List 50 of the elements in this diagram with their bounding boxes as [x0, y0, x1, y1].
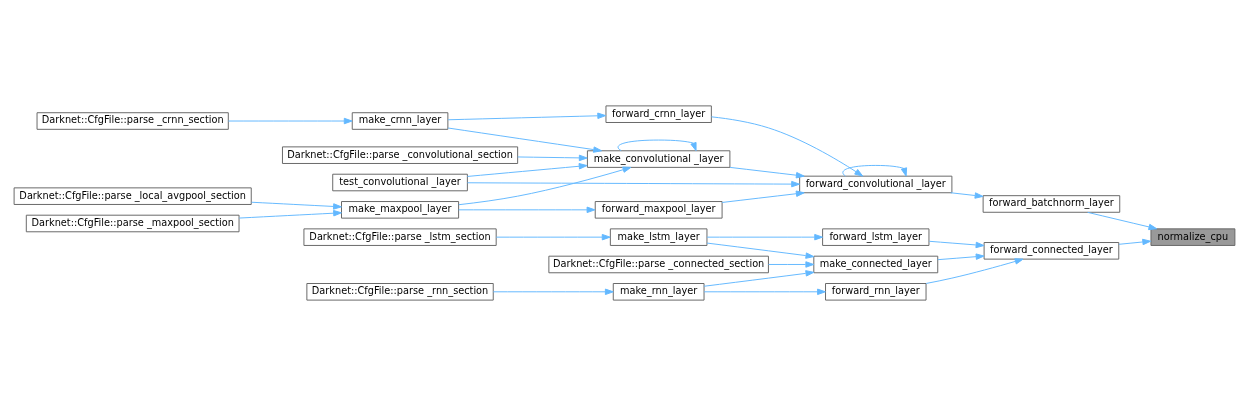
node-box: Darknet::CfgFile::parse _maxpool_section: [25, 214, 240, 232]
arrow: [1118, 238, 1152, 245]
node-box: Darknet::CfgFile::parse _rnn_section: [306, 282, 494, 301]
node-box: make_maxpool_layer: [341, 200, 460, 219]
arrow: [447, 127, 602, 153]
node-box: make_rnn_layer: [612, 282, 705, 301]
arrow: [458, 206, 596, 213]
node-box: forward_lstm_layer: [822, 227, 930, 246]
node-box: make_crnn_layer: [351, 111, 449, 130]
node-box: forward_batchnorm_layer: [982, 194, 1121, 213]
arrow: [251, 201, 342, 210]
node-box: Darknet::CfgFile::parse _lstm_section: [303, 227, 497, 246]
node-box: Darknet::CfgFile::parse _convolutional_section: [282, 145, 519, 164]
arrow: [925, 257, 1024, 284]
node-box: test_convolutional _layer: [332, 173, 468, 191]
node-box: forward_crnn_layer: [605, 104, 712, 123]
arrow: [466, 162, 588, 177]
arrow: [721, 190, 805, 203]
arrow: [706, 242, 815, 259]
node-box: forward_rnn_layer: [825, 282, 927, 301]
arrow: [227, 117, 353, 124]
node-box: make_convolutional _layer: [586, 149, 731, 168]
node-box: make_connected_layer: [813, 255, 939, 273]
node-box: Darknet::CfgFile::parse _connected_section: [548, 255, 769, 273]
arrow: [466, 180, 800, 187]
arrow: [458, 166, 632, 205]
arrow: [703, 269, 815, 287]
node-box: normalize_cpu: [1150, 227, 1236, 246]
node-box: forward_maxpool_layer: [594, 200, 723, 219]
arrow: [447, 112, 607, 120]
arrow: [950, 191, 984, 199]
arrow: [492, 288, 614, 295]
node-box: forward_connected_layer: [983, 241, 1120, 260]
arrow: [937, 252, 985, 260]
arrow: [617, 139, 697, 151]
arrow: [703, 288, 826, 295]
arrow: [768, 260, 815, 268]
node-box: forward_convolutional _layer: [799, 175, 953, 193]
arrow: [1087, 211, 1158, 230]
arrow: [706, 233, 824, 240]
arrow: [928, 240, 985, 248]
arrow: [517, 154, 588, 161]
arrow: [495, 233, 611, 240]
arrow: [842, 164, 908, 177]
node-box: Darknet::CfgFile::parse _crnn_section: [36, 111, 229, 130]
arrow: [238, 209, 342, 219]
arrow: [729, 166, 805, 178]
arrow: [710, 115, 864, 177]
node-box: make_lstm_layer: [609, 227, 708, 246]
node-box: Darknet::CfgFile::parse _local_avgpool_section: [13, 186, 252, 205]
